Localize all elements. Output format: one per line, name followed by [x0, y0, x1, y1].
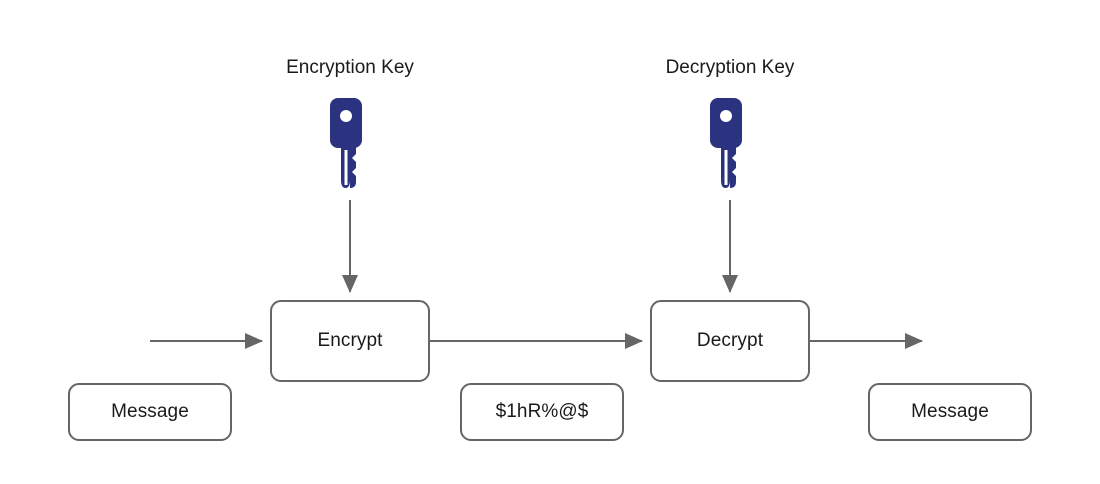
- encryption-key-label: Encryption Key: [286, 57, 414, 78]
- decryption-key-label: Decryption Key: [665, 57, 795, 78]
- plaintext-output-label: Message: [911, 401, 989, 422]
- encryption-key-icon: [322, 98, 378, 202]
- decrypt-node-label: Decrypt: [696, 330, 764, 351]
- plaintext-input-node[interactable]: Message: [68, 383, 232, 441]
- ciphertext-node[interactable]: $1hR%@$: [460, 383, 624, 441]
- decryption-key-icon: [702, 98, 758, 202]
- encrypt-node[interactable]: Encrypt: [270, 300, 430, 382]
- ciphertext-label: $1hR%@$: [495, 401, 589, 422]
- plaintext-input-label: Message: [111, 401, 189, 422]
- plaintext-output-node[interactable]: Message: [868, 383, 1032, 441]
- encrypt-node-label: Encrypt: [317, 330, 383, 351]
- decrypt-node[interactable]: Decrypt: [650, 300, 810, 382]
